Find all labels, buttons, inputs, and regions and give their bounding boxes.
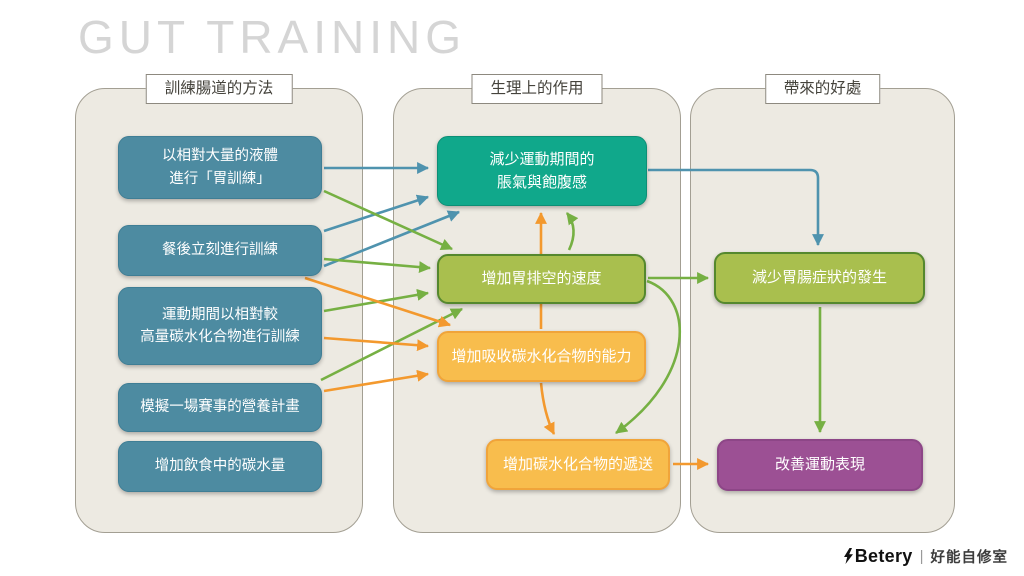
lightning-bolt-icon <box>843 548 853 564</box>
method-train-after-meal: 餐後立刻進行訓練 <box>118 225 322 276</box>
footer-logo: Betery | 好能自修室 <box>843 546 1008 567</box>
method-simulate-race-nutrition: 模擬一場賽事的營養計畫 <box>118 383 322 432</box>
page-title: GUT TRAINING <box>78 11 466 63</box>
benefit-improved-performance: 改善運動表現 <box>717 439 923 491</box>
benefits-panel-header: 帶來的好處 <box>764 74 881 105</box>
footer-separator: | <box>919 548 924 565</box>
method-high-carb-during-training: 運動期間以相對較 高量碳水化合物進行訓練 <box>118 287 322 365</box>
methods-header-text: 訓練腸道的方法 <box>164 80 274 97</box>
benefits-header-text: 帶來的好處 <box>783 80 862 97</box>
effects-header-text: 生理上的作用 <box>490 80 584 97</box>
method-increase-dietary-carbs: 增加飲食中的碳水量 <box>118 441 322 492</box>
effects-panel-header: 生理上的作用 <box>471 74 603 105</box>
benefit-fewer-gi-symptoms: 減少胃腸症狀的發生 <box>714 252 925 304</box>
effect-less-bloating: 減少運動期間的 脹氣與飽腹感 <box>437 136 647 206</box>
methods-panel-header: 訓練腸道的方法 <box>145 74 293 105</box>
brand-wordmark: Betery <box>843 546 913 567</box>
footer-studio-name: 好能自修室 <box>930 550 1008 566</box>
effect-carb-delivery: 增加碳水化合物的遞送 <box>486 439 670 490</box>
method-fluid-gut-training: 以相對大量的液體 進行「胃訓練」 <box>118 136 322 199</box>
effect-carb-absorption: 增加吸收碳水化合物的能力 <box>437 331 646 382</box>
effect-gastric-emptying: 增加胃排空的速度 <box>437 254 646 304</box>
